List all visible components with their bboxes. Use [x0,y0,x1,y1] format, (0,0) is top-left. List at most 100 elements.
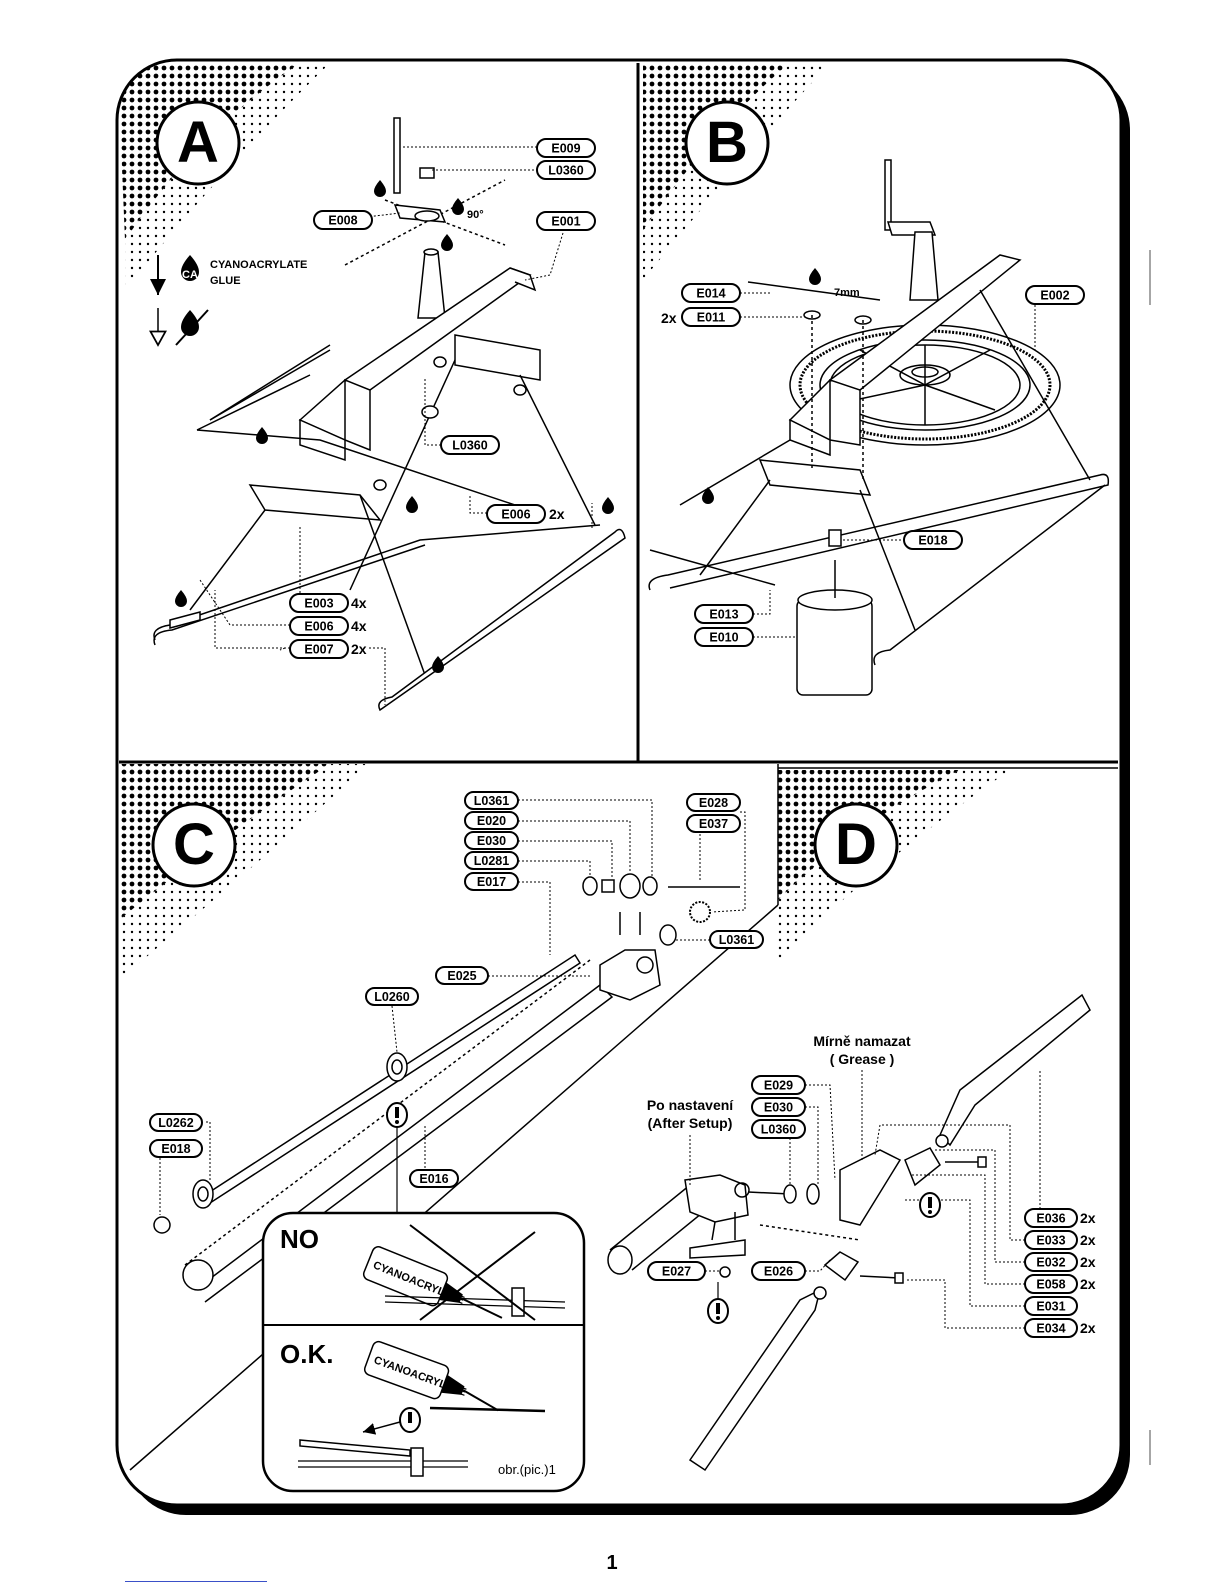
svg-text:E009: E009 [551,142,580,156]
no-glue-drop-icon [181,310,199,336]
svg-text:E006: E006 [501,508,530,522]
part-labels-d: E029 E030 L0360 E027 E026 E036 2x E033 2… [647,1075,1096,1338]
part-labels-b: E014 2x E011 E002 E018 E013 E010 [661,283,1085,647]
svg-text:E027: E027 [662,1265,691,1279]
part-label: E014 [681,283,741,303]
part-label: L0360 [536,160,596,180]
svg-text:L0361: L0361 [474,794,509,808]
svg-text:E032: E032 [1036,1256,1065,1270]
legend-glue-2: GLUE [210,275,241,287]
part-label: E026 [751,1261,806,1281]
qty-label: 2x [1080,1320,1096,1336]
part-label: E006 [486,504,546,524]
svg-text:E001: E001 [551,215,580,229]
svg-text:E006: E006 [304,620,333,634]
svg-text:E013: E013 [709,608,738,622]
part-label: E034 [1024,1318,1078,1338]
tail-rotor-drawing [607,993,1091,1472]
part-label: L0281 [464,851,519,870]
svg-text:L0281: L0281 [474,854,509,868]
svg-text:E017: E017 [477,875,506,889]
part-label: E036 [1024,1208,1078,1228]
measure-label: 7mm [834,287,860,299]
leaders-b [740,292,1036,638]
part-label: E018 [903,530,963,550]
part-label: L0360 [440,435,500,455]
part-label: E011 [681,307,741,327]
part-label: E002 [1025,285,1085,305]
part-label: E010 [694,627,754,647]
svg-text:E014: E014 [696,287,725,301]
footer-rule [125,1581,267,1582]
glue-drop-icon [181,255,199,281]
qty-label: 2x [549,506,565,522]
qty-label: 2x [1080,1210,1096,1226]
qty-label: 4x [351,618,367,634]
svg-text:E037: E037 [699,817,728,831]
section-d: D [607,802,1096,1472]
halftone-b [643,63,830,280]
setup-label-2: (After Setup) [648,1115,733,1131]
svg-text:E036: E036 [1036,1212,1065,1226]
svg-text:E025: E025 [447,969,476,983]
divider-cd-diagonal [129,904,779,1471]
section-a: A CA CYANOACRYLATE GLUE [154,100,626,712]
part-label: E016 [409,1169,459,1188]
part-label: E037 [686,814,741,833]
part-label: L0260 [365,987,419,1006]
part-label: E008 [313,210,373,230]
part-label: L0360 [751,1119,806,1139]
section-a-badge [155,100,241,186]
part-label: L0361 [709,930,764,949]
part-label: E025 [435,966,489,985]
pic-caption: obr.(pic.)1 [498,1462,556,1477]
part-label: E001 [536,211,596,231]
part-labels-c: L0361 E020 E030 L0281 E017 E028 E037 L03… [149,791,764,1188]
part-labels-a: E009 L0360 E008 E001 L0360 E006 2x E003 … [289,138,596,659]
ok-label: O.K. [280,1339,333,1369]
qty-label: 2x [661,310,677,326]
glue-drops-b [702,268,821,504]
part-label: E009 [536,138,596,158]
leaders-c [159,799,746,1215]
svg-text:E020: E020 [477,814,506,828]
part-label: E013 [694,604,754,624]
part-label: E029 [751,1075,806,1095]
part-label: E033 [1024,1230,1078,1250]
part-label: E018 [149,1139,203,1158]
svg-text:E031: E031 [1036,1300,1065,1314]
caution-icon-d [707,1192,941,1324]
svg-text:E028: E028 [699,796,728,810]
no-label: NO [280,1224,319,1254]
frame-gear-drawing [648,159,1110,696]
angle-label: 90° [467,209,484,221]
svg-text:L0360: L0360 [761,1123,796,1137]
svg-text:E011: E011 [697,311,726,325]
svg-text:E030: E030 [477,834,506,848]
part-label: E032 [1024,1252,1078,1272]
glue-inset: NO O.K. CYANOACRYLATE CYANOACRYLATE [261,1211,586,1493]
section-d-badge [813,802,899,888]
svg-text:E058: E058 [1036,1278,1065,1292]
grease-label-1: Mírně namazat [813,1033,911,1049]
part-label: E031 [1024,1296,1078,1316]
part-label: L0361 [464,791,519,810]
legend-ca: CA [182,269,198,281]
svg-text:E002: E002 [1040,289,1069,303]
glue-legend: CA CYANOACRYLATE GLUE [158,255,307,345]
qty-label: 2x [1080,1276,1096,1292]
part-label: E058 [1024,1274,1078,1294]
qty-label: 2x [351,641,367,657]
qty-label: 2x [1080,1232,1096,1248]
section-d-letter: D [835,812,877,877]
section-c-letter: C [173,812,215,877]
svg-text:L0361: L0361 [719,933,754,947]
part-label: E030 [464,831,519,850]
part-label: E030 [751,1097,806,1117]
part-label: E017 [464,872,519,891]
svg-text:E003: E003 [304,597,333,611]
svg-text:E018: E018 [161,1142,190,1156]
part-label: L0262 [149,1113,203,1132]
svg-text:L0262: L0262 [158,1116,193,1130]
part-label: E028 [686,793,741,812]
